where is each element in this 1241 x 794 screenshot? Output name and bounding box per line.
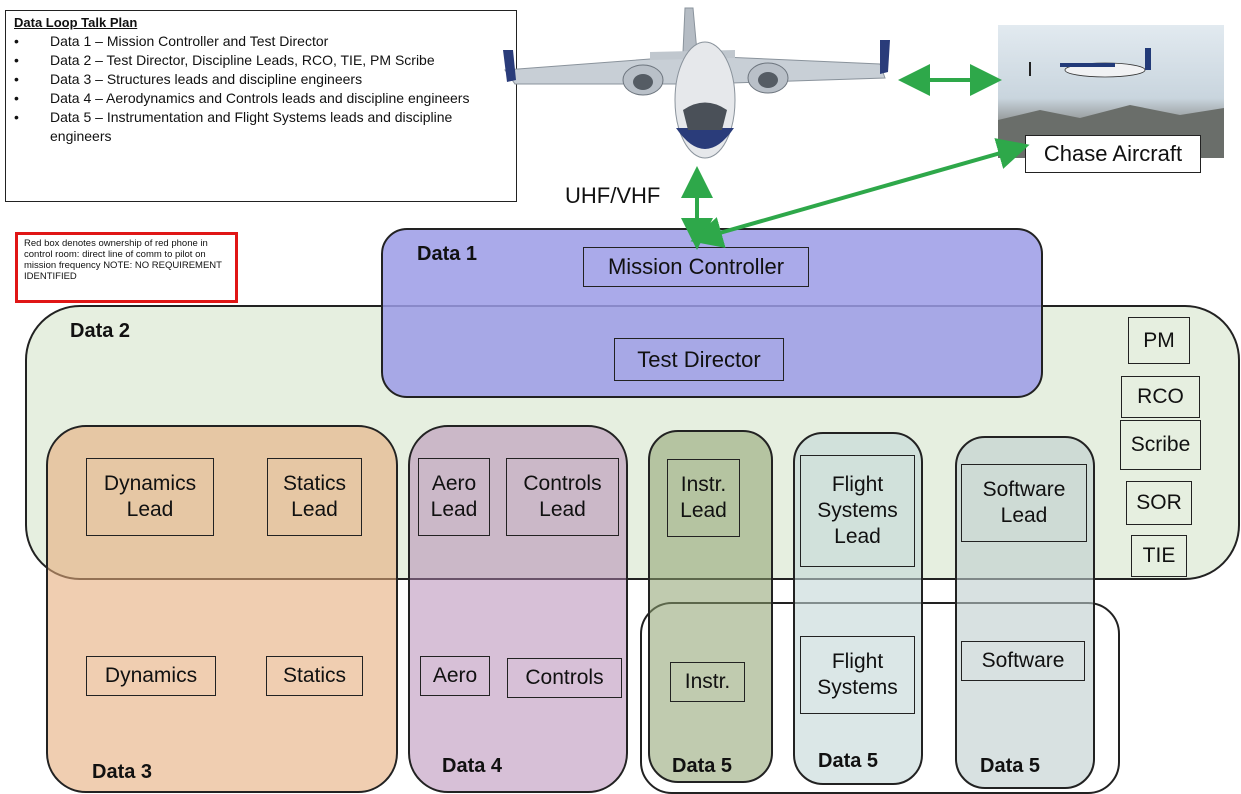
legend-title: Data Loop Talk Plan	[14, 15, 138, 30]
legend-item: Data 5 – Instrumentation and Flight Syst…	[14, 108, 508, 146]
chase-to-mission-arrow	[690, 138, 1030, 248]
test-director-box: Test Director	[614, 338, 784, 381]
mission-controller-box: Mission Controller	[583, 247, 809, 287]
chase-aircraft-label: Chase Aircraft	[1025, 135, 1201, 173]
data5-software-group	[955, 436, 1095, 789]
legend-item: Data 1 – Mission Controller and Test Dir…	[14, 32, 508, 51]
legend-item: Data 3 – Structures leads and discipline…	[14, 70, 508, 89]
data2-label: Data 2	[70, 320, 131, 342]
instr-lead-box: Instr. Lead	[667, 459, 740, 537]
data4-group	[408, 425, 628, 793]
data1-label: Data 1	[417, 243, 478, 265]
rco-box: RCO	[1121, 376, 1200, 418]
statics-lead-box: Statics Lead	[267, 458, 362, 536]
data4-label: Data 4	[442, 755, 503, 777]
flight-systems-box: Flight Systems	[800, 636, 915, 714]
legend-item: Data 4 – Aerodynamics and Controls leads…	[14, 89, 508, 108]
dynamics-box: Dynamics	[86, 656, 216, 696]
data5-instr-label: Data 5	[672, 755, 733, 777]
aero-lead-box: Aero Lead	[418, 458, 490, 536]
flight-systems-lead-box: Flight Systems Lead	[800, 455, 915, 567]
instr-box: Instr.	[670, 662, 745, 702]
dynamics-lead-box: Dynamics Lead	[86, 458, 214, 536]
data5-instr-group	[648, 430, 773, 783]
data5-software-label: Data 5	[980, 755, 1041, 777]
statics-box: Statics	[266, 656, 363, 696]
uhf-vhf-label: UHF/VHF	[565, 183, 661, 208]
scribe-box: Scribe	[1120, 420, 1201, 470]
data3-group	[46, 425, 398, 793]
data5-flight-group	[793, 432, 923, 785]
controls-box: Controls	[507, 658, 622, 698]
legend-item: Data 2 – Test Director, Discipline Leads…	[14, 51, 508, 70]
tie-box: TIE	[1131, 535, 1187, 577]
controls-lead-box: Controls Lead	[506, 458, 619, 536]
talk-plan-legend: Data Loop Talk Plan Data 1 – Mission Con…	[5, 10, 517, 202]
aero-box: Aero	[420, 656, 490, 696]
red-phone-note: Red box denotes ownership of red phone i…	[15, 232, 238, 303]
software-box: Software	[961, 641, 1085, 681]
data5-flight-label: Data 5	[818, 750, 879, 772]
data3-label: Data 3	[92, 761, 153, 783]
data1-group	[381, 228, 1043, 398]
sor-box: SOR	[1126, 481, 1192, 525]
software-lead-box: Software Lead	[961, 464, 1087, 542]
legend-list: Data 1 – Mission Controller and Test Dir…	[14, 32, 508, 146]
pm-box: PM	[1128, 317, 1190, 364]
